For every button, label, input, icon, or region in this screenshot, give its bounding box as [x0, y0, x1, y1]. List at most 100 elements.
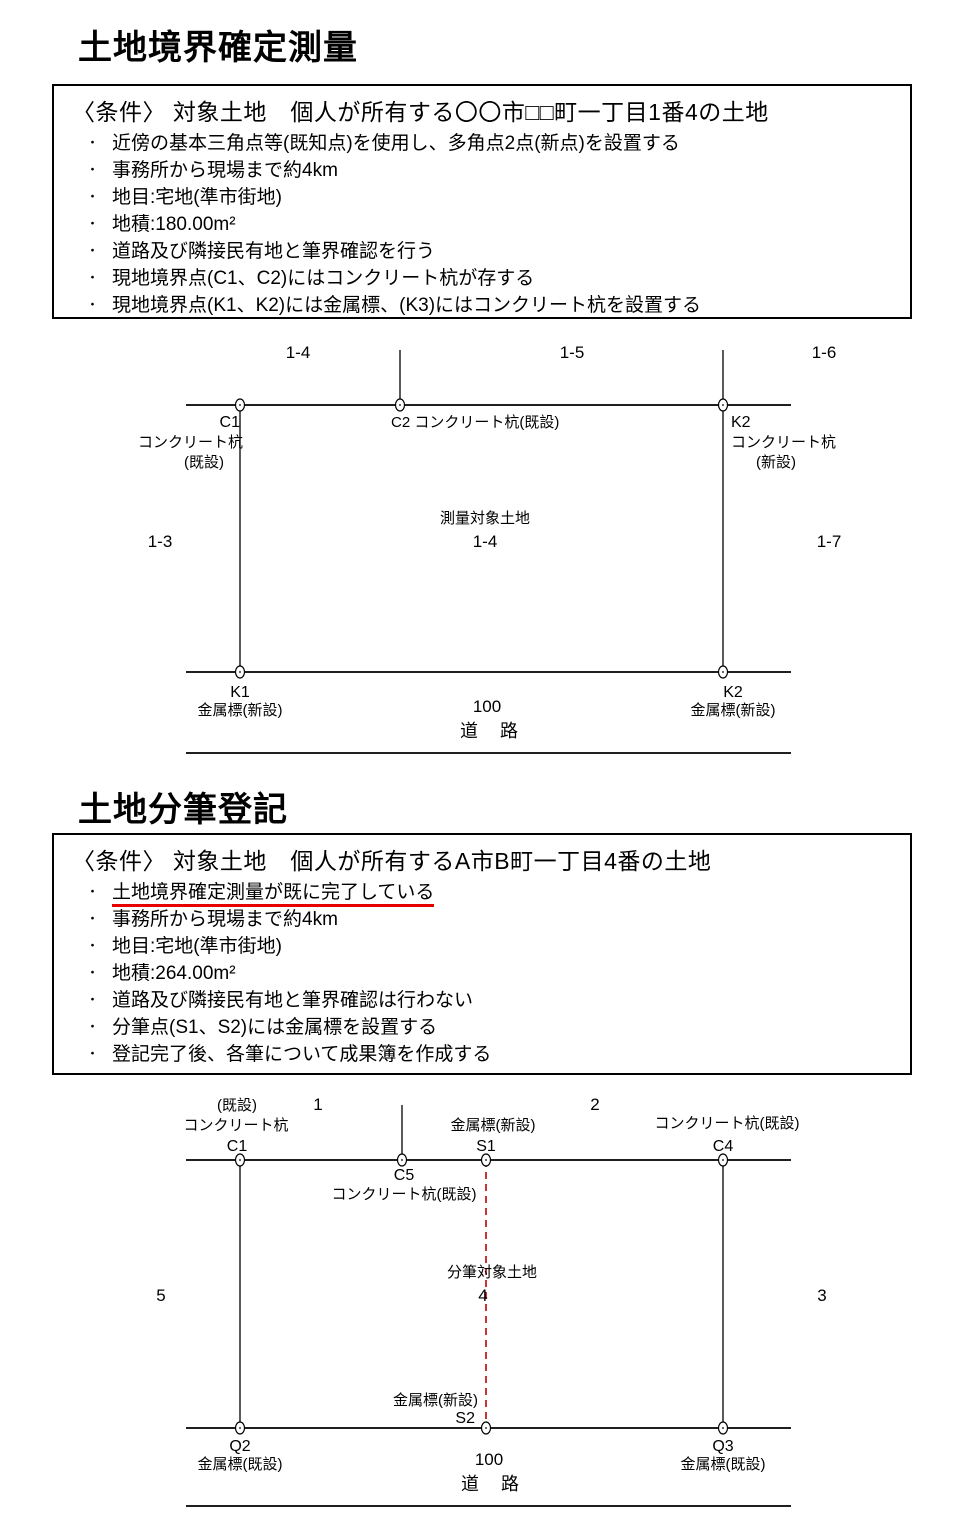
condition-text: 地目:宅地(準市街地) — [112, 936, 282, 957]
condition-text: 事務所から現場まで約4km — [112, 160, 338, 181]
point-type-c1: コンクリート杭 — [183, 1117, 288, 1134]
point-marker-q3 — [717, 1421, 729, 1435]
point-type-k2-top: コンクリート杭 — [731, 434, 836, 451]
point-id-c4: C4 — [713, 1138, 734, 1155]
point-id-s1: S1 — [476, 1138, 496, 1155]
condition-item: ・現地境界点(K1、K2)には金属標、(K3)にはコンクリート杭を設置する — [54, 292, 910, 319]
point-marker-s1 — [480, 1153, 492, 1167]
parcel-label-left: 5 — [156, 1286, 165, 1305]
condition-item: ・土地境界確定測量が既に完了している — [54, 879, 910, 907]
point-marker-c5 — [396, 1153, 408, 1167]
point-marker-k2-bottom — [717, 665, 729, 679]
section2-conditions-header: 〈条件〉 対象土地 個人が所有するA市B町一丁目4番の土地 — [72, 848, 712, 874]
condition-text: 地積:264.00m² — [112, 963, 236, 984]
point-id-q3: Q3 — [712, 1438, 733, 1455]
point-type-c5: コンクリート杭(既設) — [332, 1186, 477, 1203]
condition-item: ・登記完了後、各筆について成果簿を作成する — [54, 1041, 910, 1068]
point-type-c1: コンクリート杭 — [138, 434, 243, 451]
section2-title: 土地分筆登記 — [78, 791, 288, 829]
point-id-k1: K1 — [230, 684, 250, 701]
point-type-s2: 金属標(新設) — [393, 1392, 478, 1409]
bullet-icon: ・ — [86, 297, 100, 312]
section1-conditions-box: 〈条件〉 対象土地 個人が所有する〇〇市□□町一丁目1番4の土地 ・近傍の基本三… — [52, 84, 912, 319]
condition-item: ・事務所から現場まで約4km — [54, 906, 910, 933]
condition-item: ・地目:宅地(準市街地) — [54, 933, 910, 960]
target-parcel-number: 4 — [478, 1286, 487, 1305]
parcel-label: 1-4 — [286, 343, 311, 362]
condition-item: ・地積:180.00m² — [54, 211, 910, 238]
target-land-label: 分筆対象土地 — [447, 1264, 537, 1281]
condition-text: 登記完了後、各筆について成果簿を作成する — [112, 1044, 492, 1065]
bullet-icon: ・ — [86, 1019, 100, 1034]
point-type-q2: 金属標(既設) — [198, 1456, 283, 1473]
condition-text: 事務所から現場まで約4km — [112, 909, 338, 930]
bullet-icon: ・ — [86, 243, 100, 258]
bullet-icon: ・ — [86, 162, 100, 177]
condition-text: 近傍の基本三角点等(既知点)を使用し、多角点2点(新点)を設置する — [112, 133, 680, 154]
bullet-icon: ・ — [86, 135, 100, 150]
point-label-c2: C2 コンクリート杭(既設) — [391, 414, 559, 431]
point-marker-c2 — [394, 398, 406, 412]
point-type-k1: 金属標(新設) — [198, 702, 283, 719]
condition-item: ・地積:264.00m² — [54, 960, 910, 987]
section1-conditions-header: 〈条件〉 対象土地 個人が所有する〇〇市□□町一丁目1番4の土地 — [72, 99, 769, 125]
bullet-icon: ・ — [86, 189, 100, 204]
target-land-label: 測量対象土地 — [440, 510, 530, 527]
bullet-icon: ・ — [86, 911, 100, 926]
bullet-icon: ・ — [86, 1046, 100, 1061]
condition-text: 現地境界点(C1、C2)にはコンクリート杭が存する — [112, 268, 535, 289]
condition-text: 地積:180.00m² — [112, 214, 236, 235]
condition-item: ・事務所から現場まで約4km — [54, 157, 910, 184]
condition-item: ・地目:宅地(準市街地) — [54, 184, 910, 211]
parcel-label: 2 — [590, 1095, 599, 1114]
point-status-c1: (既設) — [217, 1097, 257, 1114]
point-marker-c1 — [234, 398, 246, 412]
parcel-label: 1-5 — [560, 343, 585, 362]
condition-text: 道路及び隣接民有地と筆界確認を行う — [112, 241, 436, 262]
condition-text: 現地境界点(K1、K2)には金属標、(K3)にはコンクリート杭を設置する — [112, 295, 702, 316]
point-id-c1: C1 — [220, 414, 241, 431]
bullet-icon: ・ — [86, 216, 100, 231]
point-type-k2-bottom: 金属標(新設) — [691, 702, 776, 719]
point-id-q2: Q2 — [229, 1438, 250, 1455]
point-marker-c4 — [717, 1153, 729, 1167]
condition-item: ・道路及び隣接民有地と筆界確認は行わない — [54, 987, 910, 1014]
road-label: 道 路 — [460, 721, 520, 741]
section1-title: 土地境界確定測量 — [78, 29, 358, 67]
bullet-icon: ・ — [86, 992, 100, 1007]
road-parcel-number: 100 — [473, 697, 501, 716]
point-marker-k2-top — [717, 398, 729, 412]
road-parcel-number: 100 — [475, 1450, 503, 1469]
bullet-icon: ・ — [86, 884, 100, 899]
condition-text: 分筆点(S1、S2)には金属標を設置する — [112, 1017, 438, 1038]
parcel-label: 1-6 — [812, 343, 837, 362]
point-id-s2: S2 — [455, 1410, 475, 1427]
condition-text-underlined: 土地境界確定測量が既に完了している — [112, 882, 435, 907]
point-id-k2-bottom: K2 — [723, 684, 743, 701]
parcel-label-left: 1-3 — [148, 532, 173, 551]
condition-item: ・道路及び隣接民有地と筆界確認を行う — [54, 238, 910, 265]
condition-item: ・分筆点(S1、S2)には金属標を設置する — [54, 1014, 910, 1041]
bullet-icon: ・ — [86, 965, 100, 980]
subdivision-diagram: (既設) コンクリート杭 C1 1 2 金属標(新設) S1 コンクリート杭(既… — [156, 1095, 827, 1507]
point-marker-k1 — [234, 665, 246, 679]
condition-text: 道路及び隣接民有地と筆界確認は行わない — [112, 990, 474, 1011]
parcel-label-right: 3 — [817, 1286, 826, 1305]
survey-diagram: 1-4 1-5 1-6 C1 コンクリート杭 (既設) C2 コンクリート杭(既… — [138, 343, 842, 754]
target-parcel-number: 1-4 — [473, 532, 498, 551]
bullet-icon: ・ — [86, 938, 100, 953]
point-status-c1: (既設) — [184, 454, 224, 471]
parcel-label-right: 1-7 — [817, 532, 842, 551]
road-label: 道 路 — [461, 1474, 521, 1494]
point-id-c5: C5 — [394, 1167, 415, 1184]
bullet-icon: ・ — [86, 270, 100, 285]
point-marker-s2 — [480, 1421, 492, 1435]
point-id-k2-top: K2 — [731, 414, 751, 431]
point-marker-c1 — [234, 1153, 246, 1167]
point-type-s1: 金属標(新設) — [451, 1117, 536, 1134]
condition-item: ・現地境界点(C1、C2)にはコンクリート杭が存する — [54, 265, 910, 292]
point-marker-q2 — [234, 1421, 246, 1435]
point-id-c1: C1 — [227, 1138, 248, 1155]
condition-item: ・近傍の基本三角点等(既知点)を使用し、多角点2点(新点)を設置する — [54, 130, 910, 157]
section2-conditions-box: 〈条件〉 対象土地 個人が所有するA市B町一丁目4番の土地 ・土地境界確定測量が… — [52, 833, 912, 1075]
